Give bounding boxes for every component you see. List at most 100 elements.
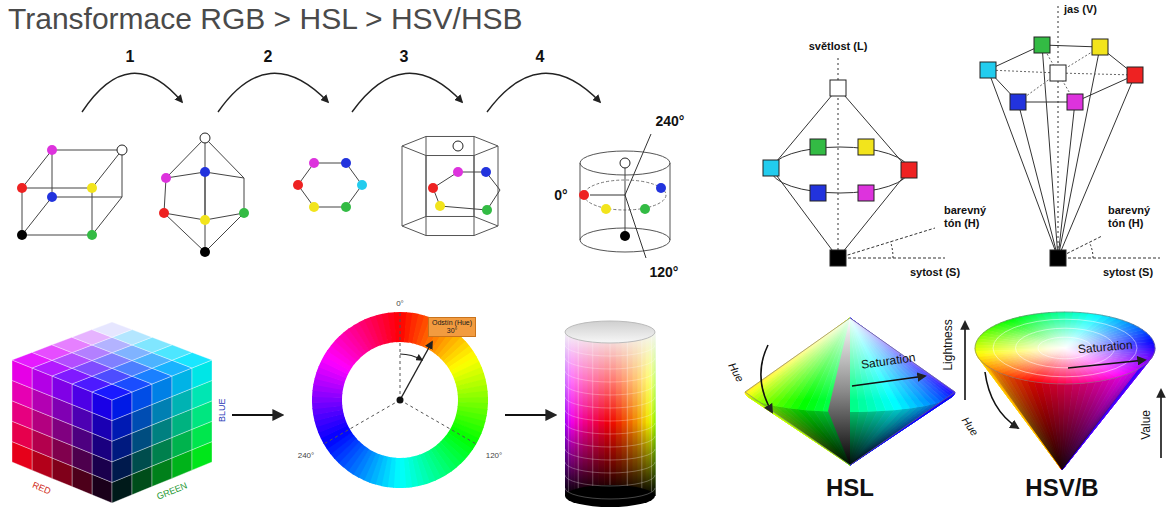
tilted-cube [159, 208, 169, 218]
hsv-scheme [1058, 75, 1135, 258]
rgb-cube-wireframe [52, 197, 122, 198]
hsl-scheme [810, 139, 826, 155]
tilted-cube [166, 138, 205, 178]
hsv-cone [975, 312, 1155, 384]
hue-hexagon [309, 202, 319, 212]
hsl-scheme [838, 170, 909, 258]
hsv-cone [1160, 390, 1162, 458]
hex-prism [402, 136, 498, 155]
rgb-cube-wireframe [22, 188, 23, 235]
tilted-cube [205, 138, 206, 220]
hsv-scheme [1067, 94, 1083, 110]
hsv-block-cylinder [627, 332, 628, 496]
hsl-scheme [838, 258, 945, 259]
hsv-cone [1068, 360, 1145, 368]
hsl-scheme [830, 250, 846, 266]
axis-label: Value [1140, 410, 1154, 440]
hue-cylinder [601, 204, 611, 214]
hsv-scheme [1042, 45, 1100, 47]
flow-arrow [232, 415, 555, 416]
axis-label: barevný tón (H) [944, 204, 1000, 229]
angle-label: 0° [554, 187, 567, 203]
hsl-cone [745, 318, 965, 465]
hsv-block-cylinder [616, 332, 622, 496]
hue-wheel [400, 354, 422, 360]
hsl-scheme [763, 160, 779, 176]
hsl-scheme [838, 228, 935, 258]
hex-prism [453, 167, 463, 177]
hue-cylinder [620, 158, 630, 168]
tilted-cube [205, 213, 244, 252]
axis-label: Hue [959, 414, 981, 438]
hsv-scheme [1058, 102, 1075, 258]
hex-prism [474, 136, 475, 216]
hue-hexagon [309, 158, 319, 168]
rgb-cube-wireframe [22, 150, 52, 188]
hsl-cone [745, 318, 955, 465]
hex-prism [426, 136, 427, 216]
hue-wheel [312, 312, 488, 488]
rgb-cube-wireframe [117, 145, 127, 155]
hex-prism [402, 216, 498, 235]
hue-hexagon [341, 202, 351, 212]
hsv-scheme [1034, 37, 1050, 53]
model-name: HSL [826, 474, 874, 502]
model-name: HSV/B [1025, 474, 1098, 502]
hue-cylinder [670, 163, 671, 240]
hue-cylinder [625, 195, 646, 258]
hsv-block-cylinder [565, 345, 655, 356]
step-number: 2 [264, 48, 273, 66]
hsv-block-cylinder [642, 332, 646, 496]
hex-prism [435, 201, 445, 211]
rgb-color-cube [92, 322, 132, 337]
hsv-scheme [988, 70, 1058, 258]
hsv-cone [985, 372, 1018, 428]
hue-hexagon [357, 180, 367, 190]
rgb-cube-wireframe [17, 183, 27, 193]
axis-label: barevný tón (H) [1108, 204, 1164, 229]
angle-label: 240° [656, 113, 685, 129]
hue-wheel [400, 400, 476, 444]
tilted-cube [200, 133, 210, 143]
step-arrow [82, 73, 600, 112]
hue-hexagon [293, 180, 303, 190]
tilted-cube [205, 172, 244, 178]
hsv-block-cylinder [565, 449, 655, 460]
axis-label: Hue [726, 360, 747, 384]
hsv-block-cylinder [622, 332, 628, 496]
hsv-block-cylinder [565, 321, 655, 343]
rgb-cube-wireframe [92, 188, 93, 235]
angle-label: 120° [650, 264, 679, 280]
hsl-cone [964, 322, 966, 400]
hue-wheel [399, 458, 406, 488]
hsl-scheme [763, 58, 945, 268]
hue-cylinder [656, 183, 666, 193]
hsv-scheme [1050, 250, 1066, 266]
hsv-block-cylinder [565, 397, 655, 408]
hex-prism [402, 136, 500, 235]
rgb-cube-wireframe [87, 230, 97, 240]
hsv-scheme [988, 70, 1058, 73]
hsv-scheme [1058, 6, 1059, 262]
hsv-block-cylinder [565, 371, 655, 382]
hsv-scheme [1092, 39, 1108, 55]
hsv-block-cylinder [574, 332, 578, 496]
hex-prism [402, 146, 403, 226]
hsv-scheme [1058, 73, 1135, 75]
hex-prism [453, 141, 463, 151]
hsv-block-cylinder [604, 332, 610, 496]
step-arrow [218, 73, 328, 112]
axis-label: sytost (S) [1103, 266, 1153, 279]
hsv-block-cylinder [653, 332, 655, 496]
hsv-block-cylinder [565, 423, 655, 434]
hex-prism [428, 183, 438, 193]
hsv-block-cylinder [637, 332, 642, 496]
callout-text: 30° [432, 327, 472, 335]
flow-arrow [505, 414, 555, 416]
slide-title: Transformace RGB > HSL > HSV/HSB [8, 2, 523, 37]
hsl-scheme [810, 185, 826, 201]
hsv-scheme [1018, 102, 1075, 103]
rgb-cube-wireframe [52, 150, 122, 151]
